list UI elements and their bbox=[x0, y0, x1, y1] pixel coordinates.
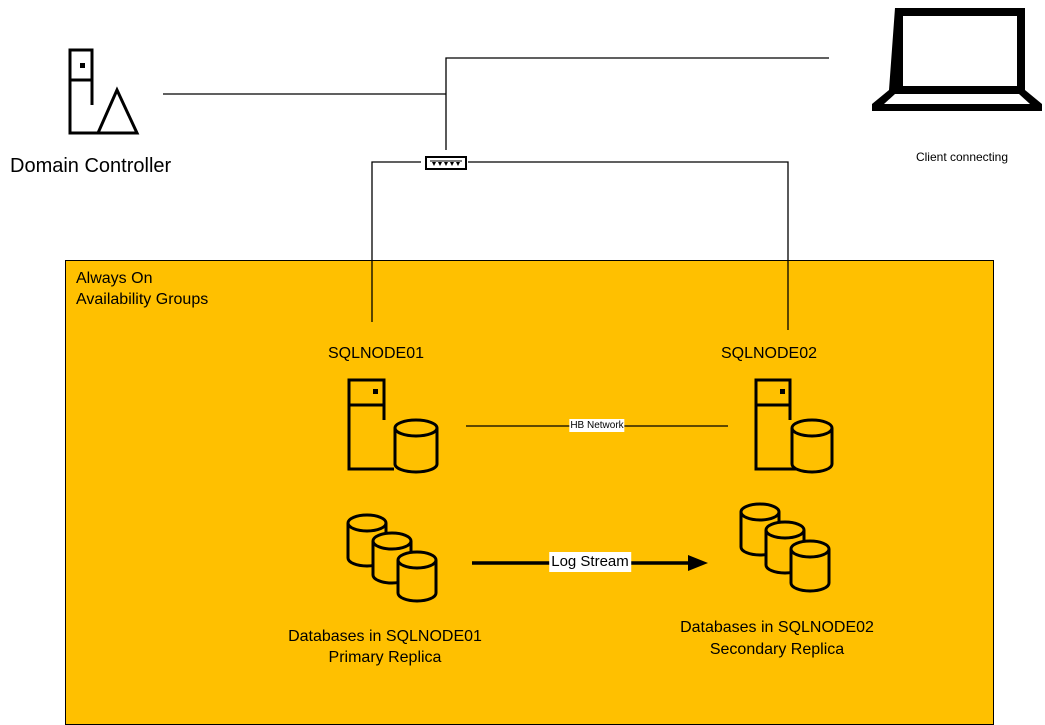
ag-title-line1: Always On bbox=[76, 270, 153, 287]
node2-database-server-icon bbox=[754, 378, 834, 474]
node1-name: SQLNODE01 bbox=[327, 345, 425, 362]
laptop-icon bbox=[872, 8, 1042, 111]
log-stream-label: Log Stream bbox=[549, 552, 631, 572]
server-warning-icon bbox=[68, 48, 140, 135]
node1-db-label-line2: Primary Replica bbox=[328, 649, 442, 666]
node2-database-stack-icon bbox=[739, 502, 831, 593]
node1-db-label-line1: Databases in SQLNODE01 bbox=[288, 628, 482, 645]
client-connecting-label: Client connecting bbox=[915, 150, 1009, 164]
ag-title-line2: Availability Groups bbox=[76, 291, 209, 308]
dc-client-link bbox=[163, 57, 829, 150]
node2-db-label-line2: Secondary Replica bbox=[709, 641, 845, 658]
hb-network-label: HB Network bbox=[569, 419, 625, 432]
availability-group-region bbox=[65, 260, 994, 725]
node2-name: SQLNODE02 bbox=[720, 345, 818, 362]
network-switch-icon bbox=[425, 156, 467, 170]
domain-controller-label: Domain Controller bbox=[10, 155, 172, 177]
node1-database-stack-icon bbox=[346, 513, 438, 603]
node2-db-label-line1: Databases in SQLNODE02 bbox=[680, 619, 874, 636]
node1-database-server-icon bbox=[347, 378, 439, 474]
switch-node-links bbox=[371, 161, 789, 330]
